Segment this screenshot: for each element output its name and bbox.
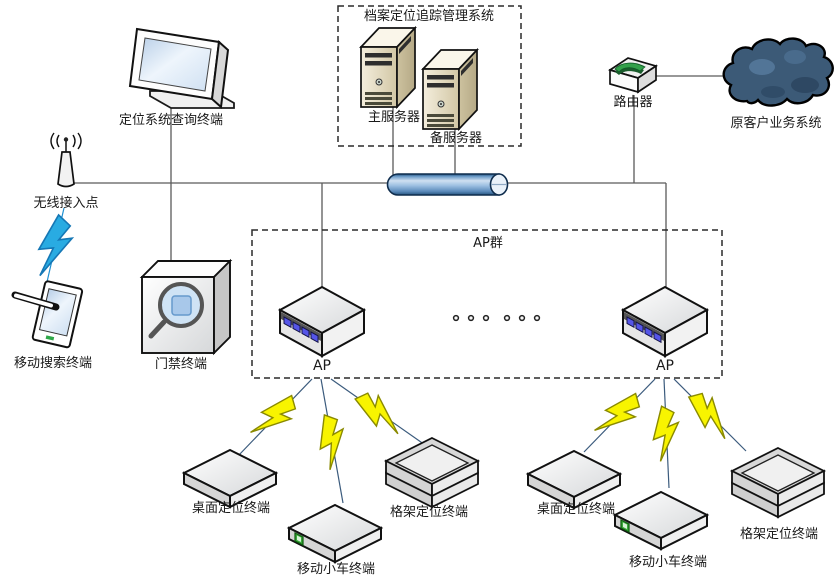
main-server-label: 主服务器 [368, 109, 420, 125]
backup-server-label: 备服务器 [430, 130, 482, 146]
archive-system-box-label: 档案定位追踪管理系统 [364, 8, 494, 24]
desktop-terminal-right-label: 桌面定位终端 [537, 501, 615, 517]
wireless-ap-label: 无线接入点 [33, 195, 98, 211]
ellipsis-dots-icon [452, 314, 541, 322]
ap-left-icon [277, 285, 367, 358]
rack-terminal-left-label: 格架定位终端 [390, 504, 468, 520]
lightning-icon [313, 411, 351, 472]
network-links [72, 75, 737, 289]
ap-left-label: AP [313, 358, 331, 374]
antenna-icon [50, 132, 82, 188]
ap-right-icon [620, 285, 710, 358]
cart-terminal-right-icon [612, 490, 710, 551]
wireless-lightning-icon [32, 211, 78, 282]
router-icon [607, 57, 659, 94]
rack-terminal-left-icon [383, 436, 481, 509]
labels: 档案定位追踪管理系统 定位系统查询终端 主服务器 备服务器 路由器 原客户业务系… [14, 8, 822, 577]
main-server-icon [359, 25, 417, 110]
legacy-system-label: 原客户业务系统 [730, 115, 821, 131]
ap-group-box [251, 229, 723, 379]
query-terminal-label: 定位系统查询终端 [119, 112, 223, 128]
cart-terminal-left-label: 移动小车终端 [297, 561, 375, 577]
magnifier-icon [148, 282, 204, 339]
bus-segment-icon [386, 173, 509, 196]
lightning-icon [650, 404, 682, 463]
archive-system-box [337, 5, 522, 147]
cart-terminal-right-label: 移动小车终端 [629, 554, 707, 570]
cloud-icon [722, 37, 834, 107]
pda-icon [11, 280, 84, 349]
lightning-icon [348, 385, 411, 440]
lightning-icon [681, 385, 740, 444]
cart-terminal-left-icon [286, 503, 384, 564]
monitor-icon [128, 27, 235, 110]
lightning-bolts [32, 211, 740, 472]
mobile-search-terminal-label: 移动搜索终端 [14, 355, 92, 371]
backup-server-icon [421, 47, 479, 132]
door-terminal-icon [139, 258, 233, 356]
ap-group-label: AP群 [473, 236, 503, 251]
rack-terminal-right-icon [729, 446, 827, 519]
desktop-terminal-left-label: 桌面定位终端 [192, 500, 270, 516]
ap-right-label: AP [656, 358, 674, 374]
door-terminal-label: 门禁终端 [155, 356, 207, 372]
desktop-terminal-left-icon [181, 448, 279, 509]
router-label: 路由器 [613, 94, 652, 110]
desktop-terminal-right-icon [525, 449, 623, 510]
rack-terminal-right-label: 格架定位终端 [740, 526, 818, 542]
